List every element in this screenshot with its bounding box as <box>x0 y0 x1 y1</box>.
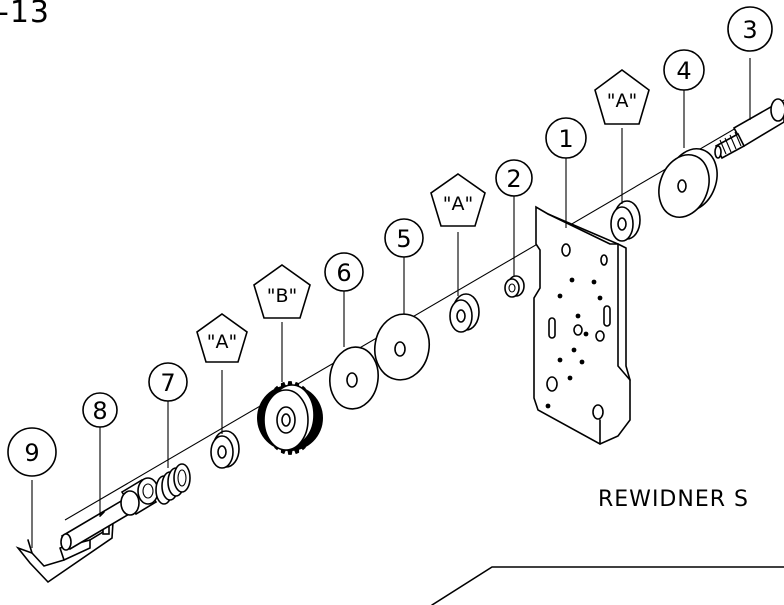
figure-reference: -13 <box>0 0 50 30</box>
callout-a-middle-text: "A" <box>443 193 473 215</box>
callout-7-number: 7 <box>160 369 175 397</box>
part-6-washer <box>329 346 379 410</box>
callout-a-upper-text: "A" <box>607 90 637 112</box>
callout-a-upper: "A" <box>594 69 650 125</box>
callout-4-number: 4 <box>676 57 691 85</box>
part-3-stud <box>714 98 784 160</box>
callout-6-number: 6 <box>336 259 351 287</box>
callout-b-text: "B" <box>267 285 298 307</box>
washer-a-middle <box>449 293 480 333</box>
washer-a-upper <box>610 200 641 242</box>
callout-3: 3 <box>727 6 773 52</box>
callout-2: 2 <box>495 159 533 197</box>
callout-3-number: 3 <box>742 16 757 44</box>
callout-5-number: 5 <box>396 225 411 253</box>
callout-a-lower: "A" <box>196 313 248 363</box>
callout-5: 5 <box>384 218 424 258</box>
callout-9: 9 <box>7 427 57 477</box>
caption-text: REWIDNER S <box>598 487 749 512</box>
callout-1: 1 <box>545 117 587 159</box>
part-1-plate <box>533 205 631 445</box>
callout-4: 4 <box>663 49 705 91</box>
callout-2-number: 2 <box>506 165 521 193</box>
callout-7: 7 <box>148 362 188 402</box>
part-4-disc <box>658 148 718 218</box>
sprocket-b <box>257 381 323 455</box>
callout-a-lower-text: "A" <box>207 331 237 353</box>
callout-b: "B" <box>253 264 311 319</box>
callout-9-number: 9 <box>24 439 39 467</box>
washer-a-lower <box>210 430 240 469</box>
callout-1-number: 1 <box>558 125 573 153</box>
callout-8-number: 8 <box>92 397 107 425</box>
part-8-shaft <box>60 477 159 551</box>
callout-8: 8 <box>82 392 118 428</box>
callout-a-middle: "A" <box>430 173 486 227</box>
part-5-washer <box>373 313 431 381</box>
title-block-line <box>431 566 784 605</box>
part-2-bushing <box>504 275 525 298</box>
assembly-axis <box>64 99 784 521</box>
part-7-spring <box>155 463 191 505</box>
callout-6: 6 <box>324 252 364 292</box>
